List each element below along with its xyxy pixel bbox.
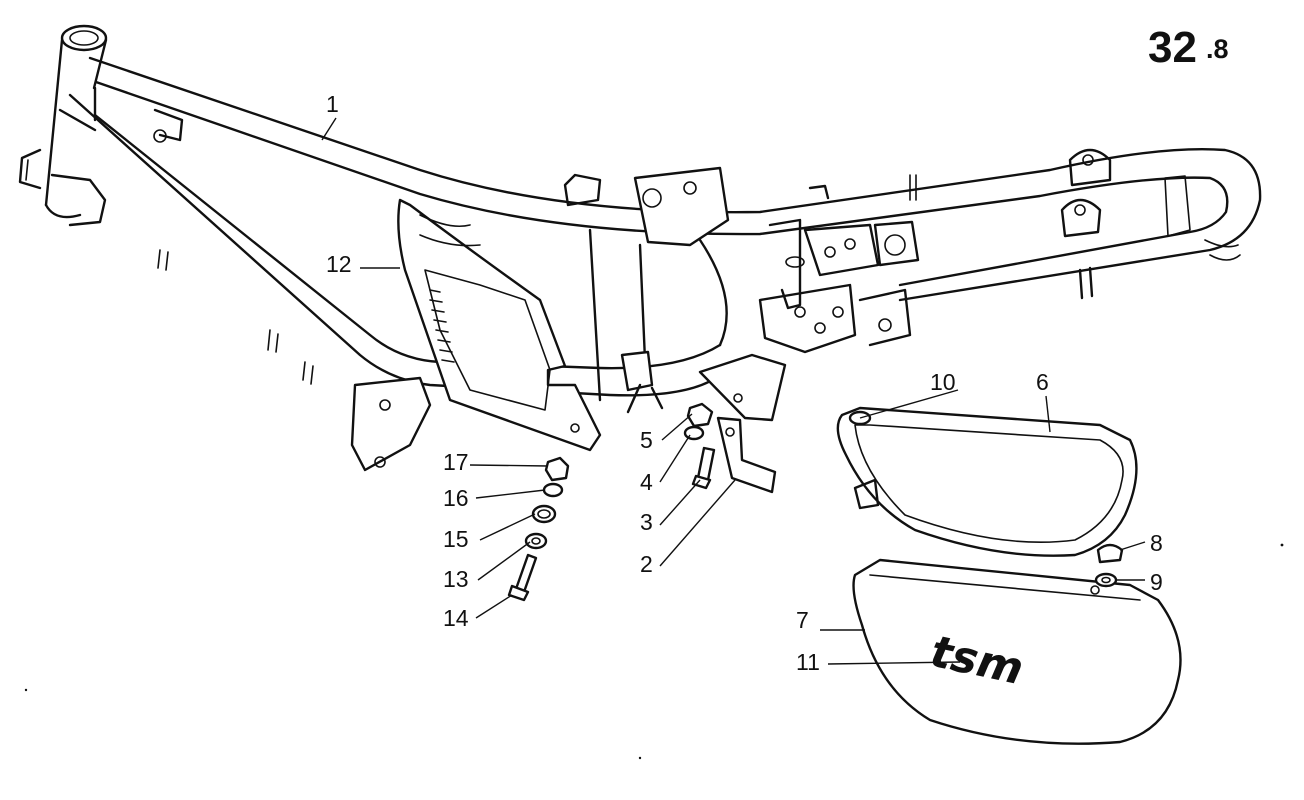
- callout-14: 14: [443, 605, 469, 631]
- callout-17: 17: [443, 449, 469, 475]
- callout-1: 1: [326, 91, 339, 117]
- callout-2: 2: [640, 551, 653, 577]
- side-cover-part-6: [836, 406, 1138, 557]
- callout-11: 11: [796, 649, 820, 675]
- callout-5: 5: [640, 427, 653, 453]
- callout-13: 13: [443, 566, 469, 592]
- callout-9: 9: [1150, 569, 1163, 595]
- callout-10: 10: [930, 369, 956, 395]
- callout-3: 3: [640, 509, 653, 535]
- side-plate-part-12: [397, 198, 602, 452]
- page-number: 32 .8: [1148, 23, 1229, 72]
- callout-8: 8: [1150, 530, 1163, 556]
- frame-drawing: [18, 24, 1262, 472]
- scan-specks: [24, 543, 1284, 760]
- callout-15: 15: [443, 526, 469, 552]
- leader-lines: [321, 117, 1146, 665]
- callout-4: 4: [640, 469, 653, 495]
- page-number-sub: .8: [1206, 34, 1229, 64]
- callout-16: 16: [443, 485, 469, 511]
- callout-7: 7: [796, 607, 809, 633]
- callout-labels: 1 2 3 4 5 6 7 8 9 10 11 12 13 14 15 16 1…: [326, 91, 1163, 675]
- callout-6: 6: [1036, 369, 1049, 395]
- page-number-main: 32: [1148, 23, 1197, 72]
- side-cover-part-7: tsm: [852, 558, 1182, 745]
- callout-12: 12: [326, 251, 352, 277]
